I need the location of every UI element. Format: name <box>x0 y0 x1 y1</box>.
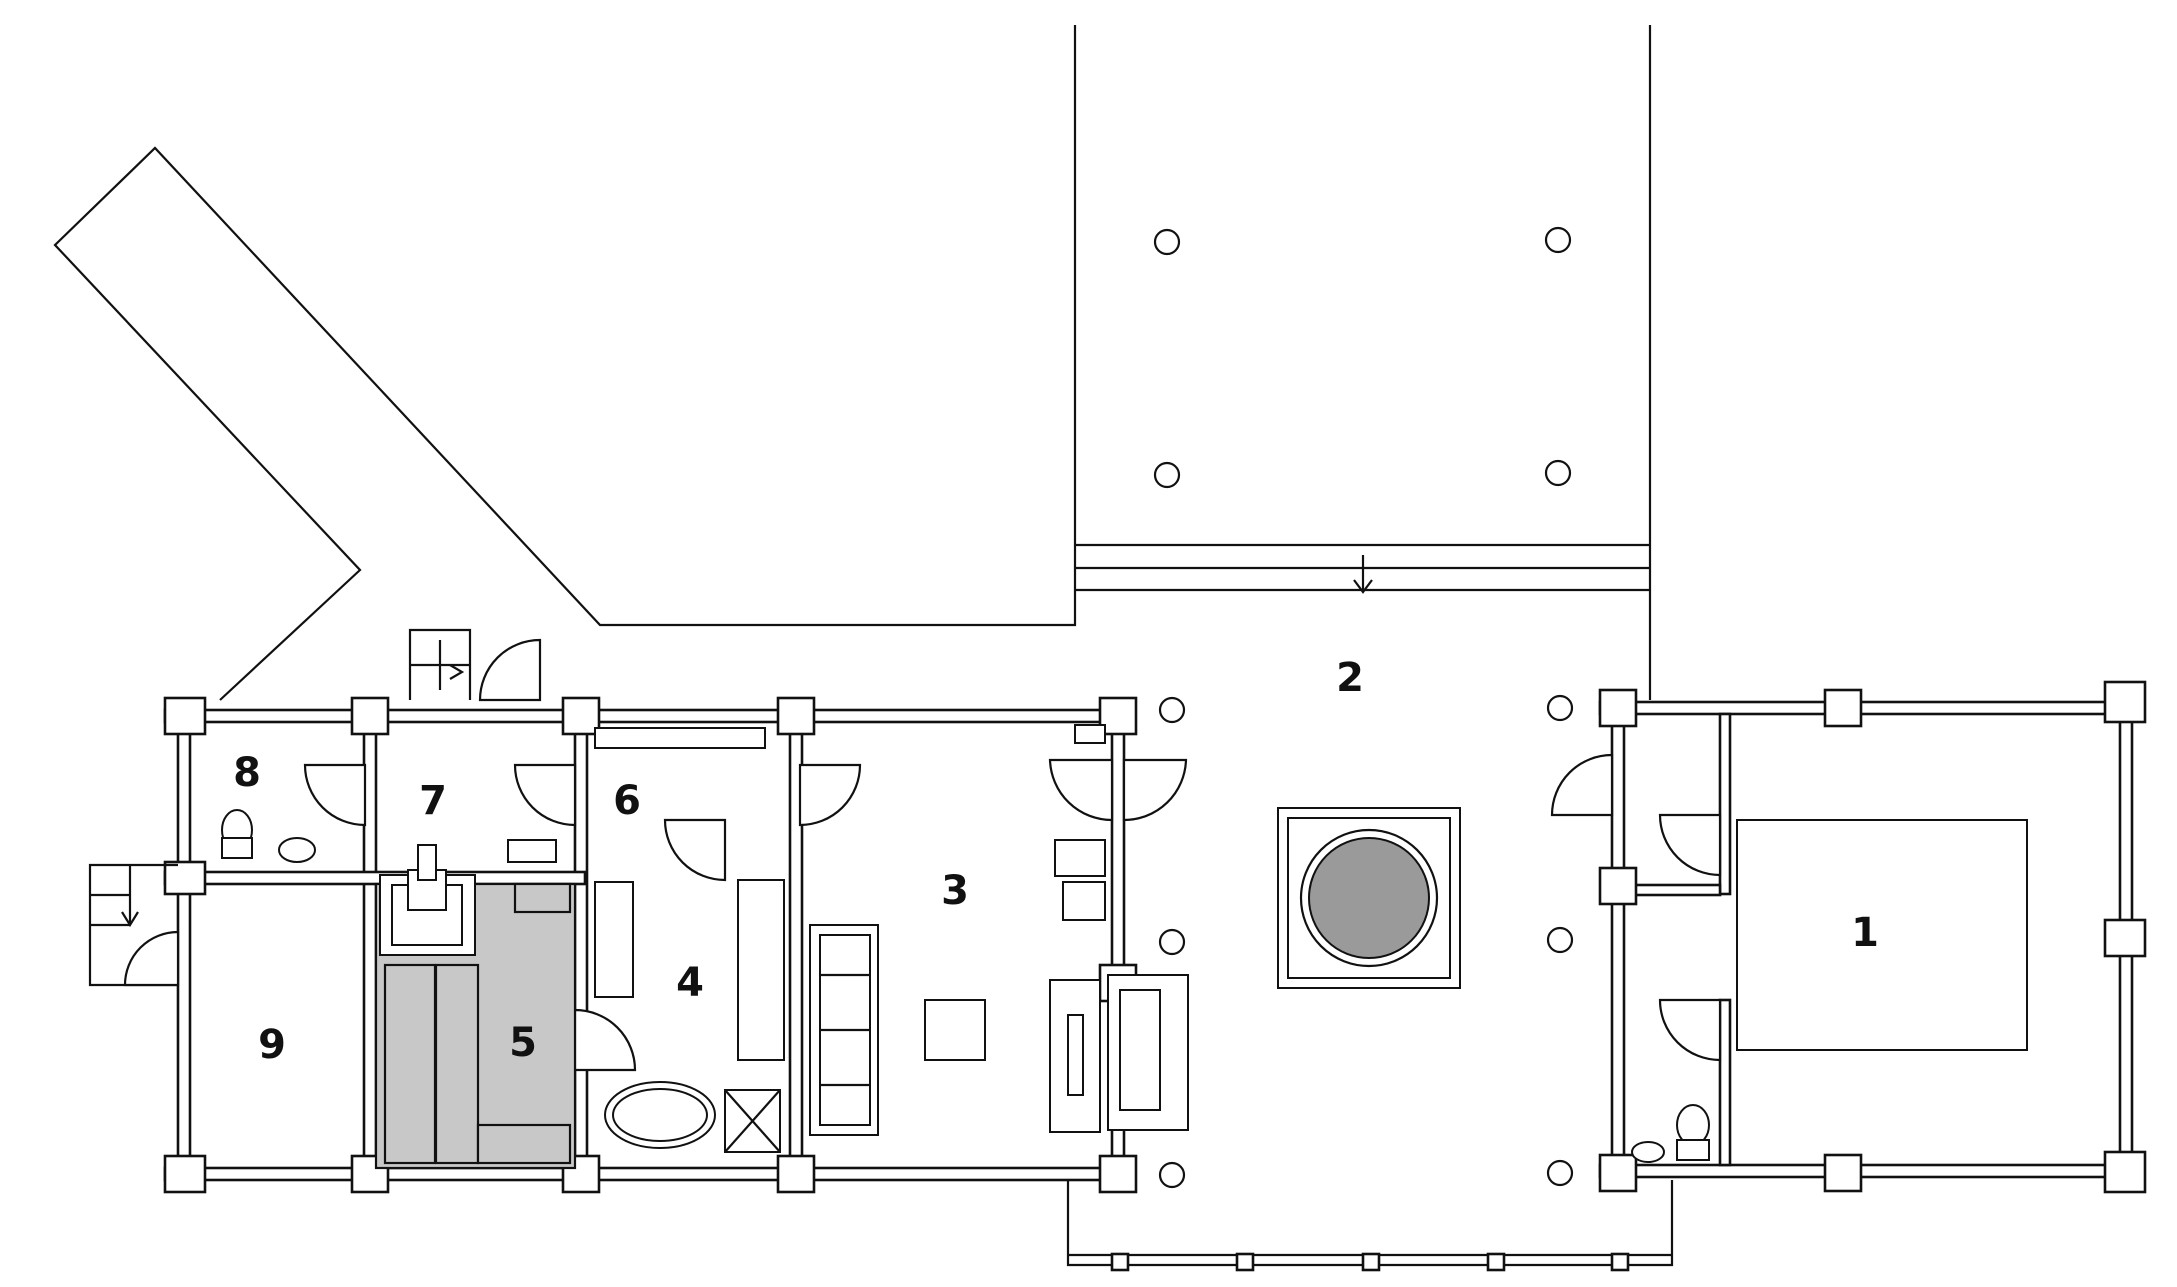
terrace-deck <box>1075 226 1650 594</box>
doors <box>123 638 1188 1072</box>
room-number-7: 7 <box>419 778 447 824</box>
column <box>1153 461 1181 489</box>
room-number-9: 9 <box>258 1022 286 1068</box>
right-doors <box>1550 753 1722 1163</box>
diagonal-walkway <box>53 25 1652 701</box>
living-room-furniture <box>809 724 1189 1136</box>
room-number-6: 6 <box>613 778 641 824</box>
room-number-8: 8 <box>233 750 261 796</box>
railing <box>1066 1180 1674 1272</box>
room-number-1: 1 <box>1851 910 1879 956</box>
wc-fixtures <box>221 809 316 863</box>
room-number-3: 3 <box>941 868 969 914</box>
column <box>1153 228 1181 256</box>
column <box>1544 226 1572 254</box>
room-number-5: 5 <box>509 1020 537 1066</box>
right-building-walls <box>1598 680 2147 1194</box>
fire-pit <box>1277 807 1461 989</box>
back-stairs <box>408 628 472 700</box>
fixtures <box>507 727 785 1153</box>
room-number-2: 2 <box>1336 655 1364 701</box>
column <box>1544 459 1572 487</box>
pavilion-columns <box>1158 694 1574 1189</box>
sauna <box>374 844 577 1170</box>
room-number-4: 4 <box>676 960 704 1006</box>
